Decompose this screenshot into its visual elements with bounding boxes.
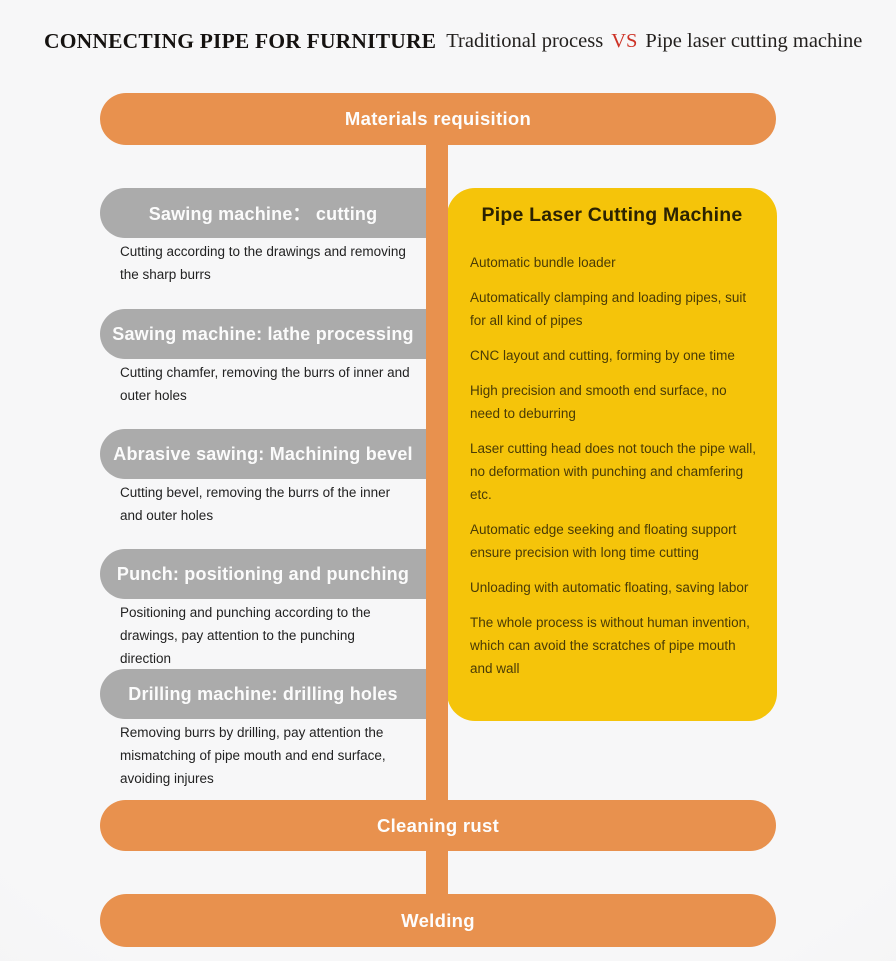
step-desc-drilling: Removing burrs by drilling, pay attentio… — [120, 725, 386, 786]
step-pill-abrasive-sawing: Abrasive sawing: Machining bevel — [100, 429, 426, 479]
laser-feature: Unloading with automatic floating, savin… — [470, 580, 749, 595]
laser-feature: Laser cutting head does not touch the pi… — [470, 441, 756, 502]
laser-feature: Automatically clamping and loading pipes… — [470, 290, 747, 328]
step-title: Sawing machine: lathe processing — [112, 323, 414, 344]
page-title: CONNECTING PIPE FOR FURNITURE Traditiona… — [44, 24, 864, 58]
stage-cleaning-rust: Cleaning rust — [100, 800, 776, 851]
page-subtitle-right: Pipe laser cutting machine — [645, 29, 863, 52]
step-pill-punch: Punch: positioning and punching — [100, 549, 426, 599]
laser-machine-panel: Pipe Laser Cutting Machine Automatic bun… — [447, 188, 777, 721]
step-pill-lathe-processing: Sawing machine: lathe processing — [100, 309, 426, 359]
step-title: Sawing machine： cutting — [148, 204, 378, 224]
laser-panel-title: Pipe Laser Cutting Machine — [481, 204, 743, 226]
laser-feature: Automatic bundle loader — [470, 255, 616, 270]
step-title: Punch: positioning and punching — [116, 563, 410, 584]
laser-feature: Automatic edge seeking and floating supp… — [470, 522, 737, 560]
page-title-main: CONNECTING PIPE FOR FURNITURE — [44, 28, 437, 53]
step-title: Abrasive sawing: Machining bevel — [113, 443, 413, 464]
step-desc-abrasive-sawing: Cutting bevel, removing the burrs of the… — [120, 485, 391, 523]
page-subtitle-left: Traditional process — [446, 29, 604, 52]
step-desc-sawing-cutting: Cutting according to the drawings and re… — [120, 244, 406, 282]
stage-welding: Welding — [100, 894, 776, 947]
laser-feature: CNC layout and cutting, forming by one t… — [470, 348, 735, 363]
vs-label: VS — [611, 29, 638, 52]
stage-welding-label: Welding — [401, 909, 475, 931]
flow-connector-line — [426, 118, 448, 920]
stage-materials-requisition: Materials requisition — [100, 93, 776, 145]
step-desc-lathe-processing: Cutting chamfer, removing the burrs of i… — [120, 365, 410, 403]
laser-feature: The whole process is without human inven… — [470, 615, 750, 676]
step-pill-drilling: Drilling machine: drilling holes — [100, 669, 426, 719]
step-title: Drilling machine: drilling holes — [128, 683, 398, 704]
step-desc-punch: Positioning and punching according to th… — [120, 605, 371, 666]
step-pill-sawing-cutting: Sawing machine： cutting — [100, 188, 426, 238]
stage-materials-requisition-label: Materials requisition — [344, 108, 532, 129]
laser-feature: High precision and smooth end surface, n… — [470, 383, 727, 421]
stage-cleaning-rust-label: Cleaning rust — [376, 814, 500, 836]
